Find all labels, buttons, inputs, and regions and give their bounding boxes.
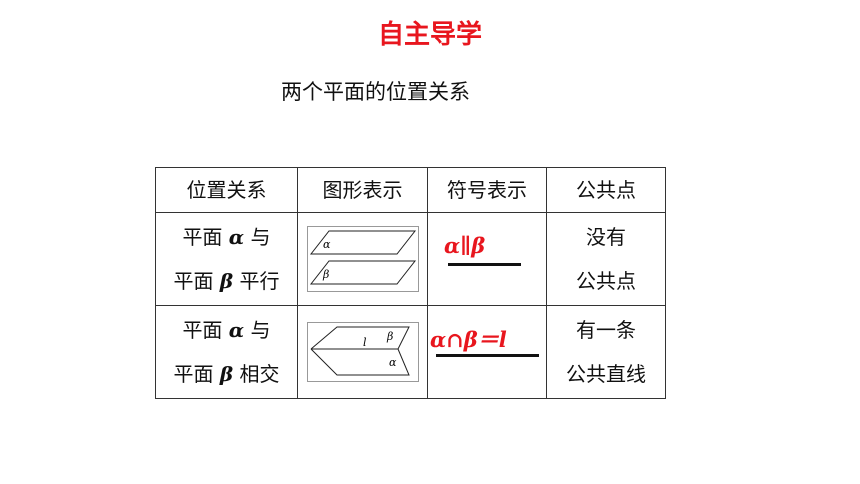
- relation-cell: 平面 α 与 平面 β 平行: [155, 212, 298, 306]
- relation-text: 相交: [239, 362, 280, 386]
- relation-text: 与: [250, 225, 271, 249]
- relation-line-1: 平面 α 与: [156, 215, 297, 259]
- answer-underline: [448, 263, 521, 266]
- table-row-parallel: 平面 α 与 平面 β 平行 α β α∥β: [155, 212, 666, 306]
- parallel-planes-figure: α β: [306, 226, 419, 292]
- figure-cell: α β: [297, 212, 428, 306]
- greek-beta: β: [219, 269, 234, 293]
- relation-text: 平面: [182, 225, 223, 249]
- relation-line-1: 平面 α 与: [156, 308, 297, 352]
- symbol-parallel: α∥β: [444, 233, 486, 258]
- table-header-row: 位置关系 图形表示 符号表示 公共点: [155, 167, 666, 213]
- greek-beta: β: [219, 362, 234, 386]
- common-cell: 有一条 公共直线: [546, 305, 666, 399]
- symbol-intersection: α∩β＝l: [430, 327, 507, 352]
- relation-text: 平面: [173, 362, 214, 386]
- header-cell-symbol: 符号表示: [427, 167, 547, 213]
- common-line-1: 没有: [586, 225, 626, 249]
- answer-underline: [436, 354, 539, 357]
- common-line-2: 公共直线: [566, 362, 646, 386]
- relation-cell: 平面 α 与 平面 β 相交: [155, 305, 298, 399]
- relation-text: 与: [250, 318, 271, 342]
- relation-text: 平面: [173, 269, 214, 293]
- symbol-cell: α∩β＝l: [427, 305, 547, 399]
- relation-line-2: 平面 β 相交: [156, 352, 297, 396]
- relation-line-2: 平面 β 平行: [156, 259, 297, 303]
- common-line-1: 有一条: [576, 318, 636, 342]
- common-cell: 没有 公共点: [546, 212, 666, 306]
- figure-label-l: l: [363, 336, 367, 349]
- greek-alpha: α: [228, 225, 245, 249]
- header-cell-relation: 位置关系: [155, 167, 298, 213]
- figure-label-alpha: α: [389, 356, 397, 369]
- symbol-cell: α∥β: [427, 212, 547, 306]
- relation-text: 平行: [239, 269, 280, 293]
- relation-table: 位置关系 图形表示 符号表示 公共点 平面 α 与 平面 β 平行 α β: [155, 167, 666, 399]
- page-title: 自主导学: [377, 20, 482, 50]
- header-cell-figure: 图形表示: [297, 167, 428, 213]
- figure-label-beta: β: [386, 330, 393, 343]
- relation-text: 平面: [182, 318, 223, 342]
- greek-alpha: α: [228, 318, 245, 342]
- section-subtitle: 两个平面的位置关系: [281, 80, 470, 104]
- header-cell-common: 公共点: [546, 167, 666, 213]
- figure-label-alpha: α: [323, 238, 331, 251]
- figure-cell: l β α: [297, 305, 428, 399]
- intersecting-planes-figure: l β α: [306, 322, 419, 382]
- common-line-2: 公共点: [576, 269, 636, 293]
- table-row-intersecting: 平面 α 与 平面 β 相交 l β α α∩β＝l: [155, 305, 666, 399]
- figure-label-beta: β: [322, 268, 329, 281]
